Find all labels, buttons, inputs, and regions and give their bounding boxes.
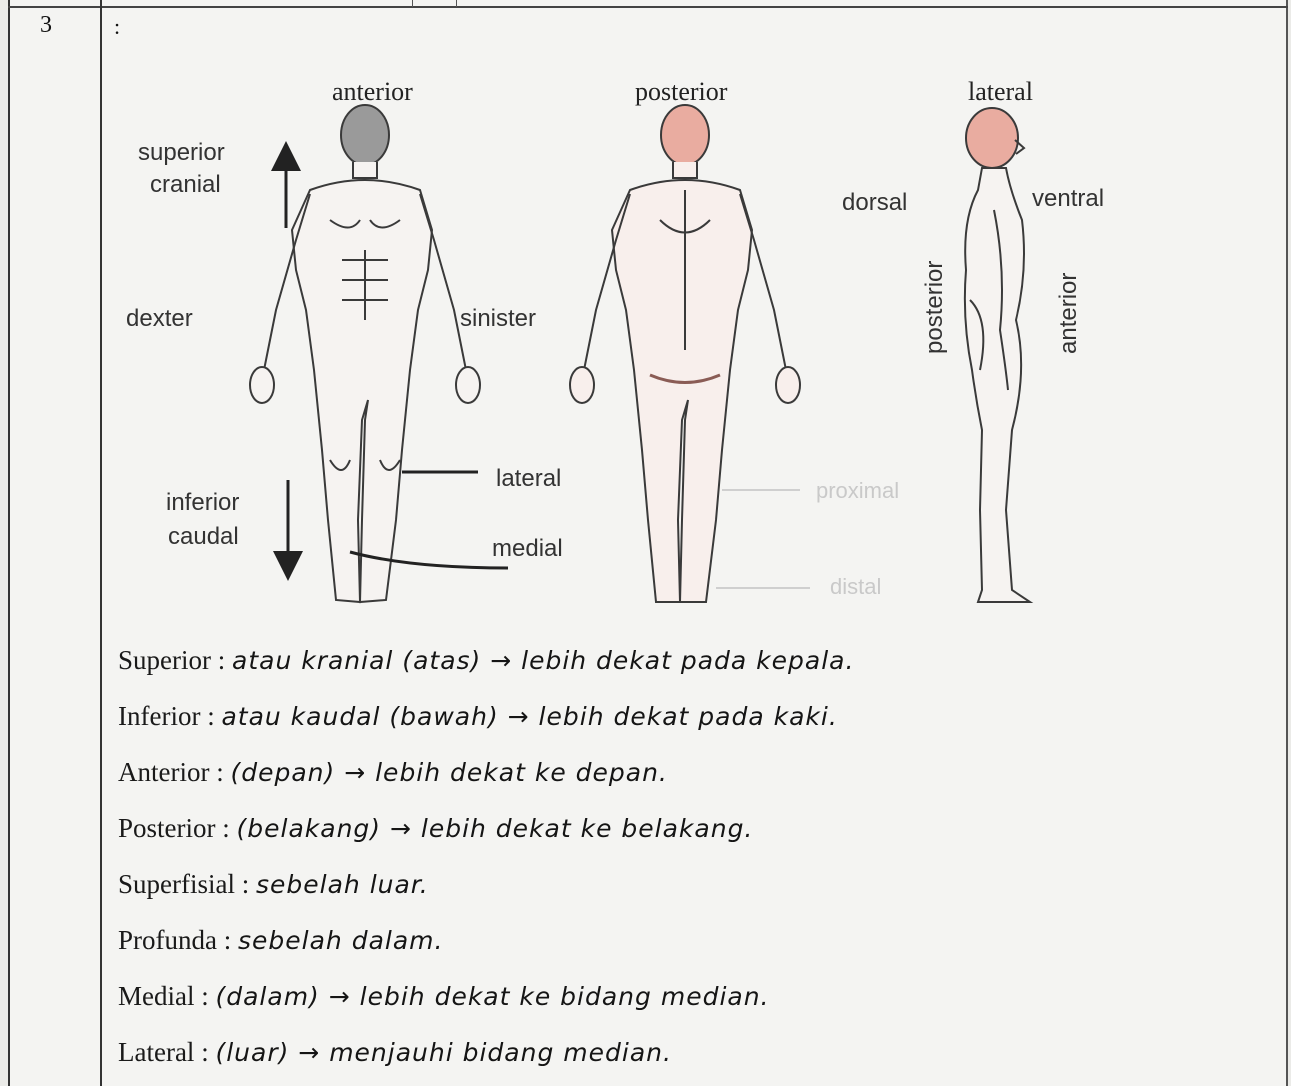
label-proximal: proximal [816, 478, 899, 503]
table-top-border [8, 6, 1288, 8]
definition-term: Lateral : [118, 1037, 209, 1067]
definition-term: Superfisial : [118, 869, 249, 899]
definition-inferior: Inferior : atau kaudal (bawah) → lebih d… [118, 696, 838, 736]
definition-text: atau kranial (atas) → lebih dekat pada k… [232, 646, 854, 675]
definition-anterior: Anterior : (depan) → lebih dekat ke depa… [118, 752, 668, 792]
table-column-divider [100, 0, 102, 1086]
definition-term: Medial : [118, 981, 209, 1011]
definition-superior: Superior : atau kranial (atas) → lebih d… [118, 640, 854, 680]
label-sinister: sinister [460, 305, 536, 332]
definition-term: Anterior : [118, 757, 224, 787]
column-tick [412, 0, 413, 7]
column-tick [456, 0, 457, 7]
label-dorsal: dorsal [842, 189, 907, 216]
label-medial-pointer: medial [492, 535, 563, 562]
definition-superfisial: Superfisial : sebelah luar. [118, 864, 429, 904]
definition-term: Profunda : [118, 925, 231, 955]
label-anterior-vertical: anterior [1055, 273, 1082, 354]
definition-text: (belakang) → lebih dekat ke belakang. [237, 814, 754, 843]
anatomy-diagram: anterior posterior lateral superior cran… [110, 70, 1150, 630]
definition-term: Inferior : [118, 701, 215, 731]
lateral-body-figure [965, 108, 1030, 602]
definition-term: Superior : [118, 645, 225, 675]
definition-term: Posterior : [118, 813, 230, 843]
label-superior: superior [138, 139, 225, 166]
label-ventral: ventral [1032, 185, 1104, 212]
definition-text: sebelah dalam. [238, 926, 443, 955]
label-dexter: dexter [126, 305, 193, 332]
view-label-lateral: lateral [968, 77, 1033, 106]
definition-lateral: Lateral : (luar) → menjauhi bidang media… [118, 1032, 672, 1072]
definition-text: sebelah luar. [256, 870, 429, 899]
view-label-anterior: anterior [332, 77, 413, 106]
row-colon: : [114, 14, 120, 40]
label-lateral-pointer: lateral [496, 465, 561, 492]
row-number: 3 [40, 12, 52, 39]
label-posterior-vertical: posterior [921, 261, 948, 354]
label-inferior: inferior [166, 489, 239, 516]
label-distal: distal [830, 574, 881, 599]
definition-posterior: Posterior : (belakang) → lebih dekat ke … [118, 808, 753, 848]
definition-text: (dalam) → lebih dekat ke bidang median. [215, 982, 769, 1011]
definition-text: (luar) → menjauhi bidang median. [215, 1038, 672, 1067]
definition-medial: Medial : (dalam) → lebih dekat ke bidang… [118, 976, 770, 1016]
definition-text: (depan) → lebih dekat ke depan. [230, 758, 667, 787]
label-caudal: caudal [168, 523, 239, 550]
label-cranial: cranial [150, 171, 221, 198]
posterior-body-figure [570, 105, 800, 602]
definition-text: atau kaudal (bawah) → lebih dekat pada k… [221, 702, 837, 731]
anatomical-position-figure: anterior posterior lateral superior cran… [110, 70, 1150, 630]
definition-profunda: Profunda : sebelah dalam. [118, 920, 443, 960]
view-label-posterior: posterior [635, 77, 728, 106]
